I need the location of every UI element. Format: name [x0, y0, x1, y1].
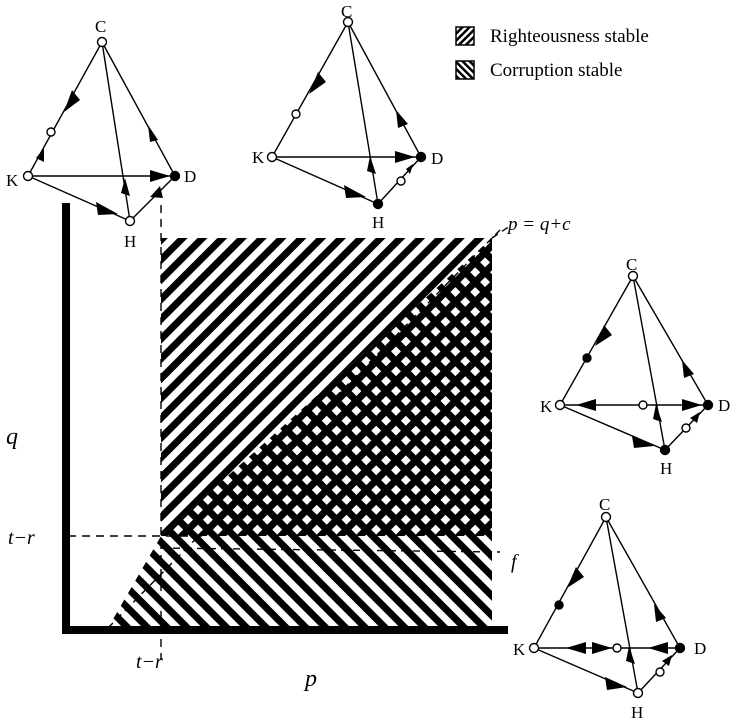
simplex-2-label-h: H [372, 213, 384, 232]
simplex-2 [266, 16, 427, 210]
simplex-4-label-k: K [513, 640, 526, 659]
simplex-4 [528, 511, 686, 699]
simplex-2-label-d: D [431, 149, 443, 168]
x-axis-label: p [303, 666, 317, 692]
simplex-4-label-d: D [694, 639, 706, 658]
forward-hatch-icon [455, 26, 475, 46]
legend: Righteousness stable Corruption stable [455, 26, 649, 81]
simplex-1-label-k: K [6, 171, 19, 190]
x-tick-label: t−r [136, 651, 163, 673]
simplex-3-label-h: H [660, 459, 672, 478]
simplex-3 [554, 270, 714, 456]
simplex-1-label-h: H [124, 232, 136, 251]
simplex-2-label-c: C [341, 2, 352, 21]
y-axis-label: q [6, 424, 18, 450]
bistable-region-back [161, 238, 492, 536]
simplex-1-label-d: D [184, 167, 196, 186]
legend-label-corruption: Corruption stable [490, 60, 622, 81]
simplex-1-label-c: C [95, 17, 106, 36]
simplex-1 [22, 36, 181, 227]
simplex-2-label-k: K [252, 148, 265, 167]
y-tick-label: t−r [8, 527, 35, 549]
threshold-f-line [160, 547, 501, 553]
simplex-4-label-c: C [599, 495, 610, 514]
legend-label-righteousness: Righteousness stable [490, 26, 649, 47]
simplex-3-label-k: K [540, 397, 553, 416]
diagonal-annotation: p = q+c [506, 214, 571, 235]
diagonal-line [107, 229, 501, 629]
simplex-3-label-d: D [718, 396, 730, 415]
corruption-region [108, 536, 492, 628]
threshold-annotation: f [511, 551, 519, 573]
simplex-4-label-h: H [631, 703, 643, 722]
diagonal-line-ext [491, 225, 511, 239]
simplex-3-label-c: C [626, 255, 637, 274]
back-hatch-icon [455, 60, 475, 80]
